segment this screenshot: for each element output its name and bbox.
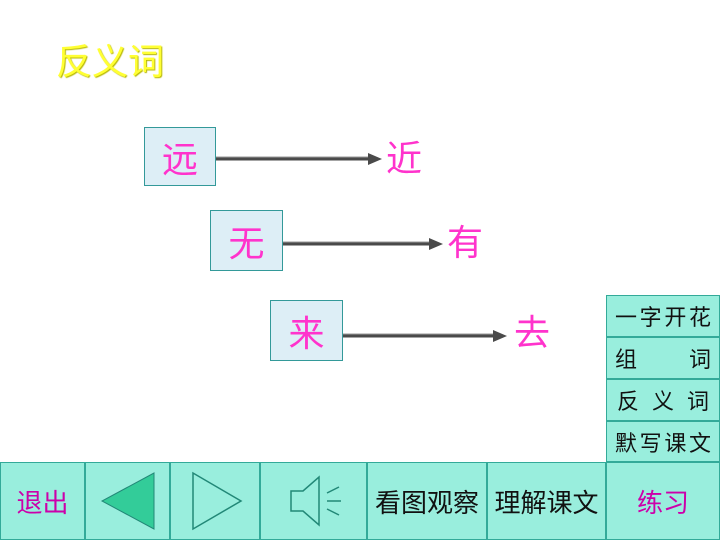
opposite-2: 有 [447, 223, 484, 264]
side-menu-char: 义 [651, 390, 674, 415]
side-menu-char: 词 [686, 390, 709, 415]
observe-label: 看图观察 [374, 488, 479, 519]
understand-text-button[interactable]: 理解课文 [487, 462, 606, 540]
prev-triangle-icon [100, 472, 154, 530]
word-3: 来 [288, 313, 325, 355]
side-menu-char: 词 [688, 348, 711, 373]
side-menu-char: 字 [639, 306, 662, 331]
side-menu-char: 默 [615, 431, 638, 457]
word-box-3: 来 [270, 300, 343, 361]
side-menu-one-word-blooms[interactable]: 一 字 开 花 [606, 295, 720, 337]
side-menu-char: 文 [688, 431, 711, 457]
arrow-3 [343, 330, 507, 342]
previous-button[interactable] [85, 462, 170, 540]
side-menu-char: 一 [615, 306, 638, 331]
side-menu-char: 组 [615, 348, 638, 373]
side-menu-word-building[interactable]: 组 词 [606, 337, 720, 379]
side-menu-char: 课 [664, 431, 687, 457]
side-menu-antonyms[interactable]: 反 义 词 [606, 379, 720, 421]
exit-button[interactable]: 退出 [0, 462, 85, 540]
speaker-icon [289, 475, 341, 527]
practice-button[interactable]: 练习 [606, 462, 720, 540]
understand-label: 理解课文 [494, 488, 599, 519]
slide-title: 反义词 [56, 42, 165, 83]
word-box-2: 无 [210, 210, 283, 271]
word-2: 无 [228, 223, 265, 265]
side-menu-char: 写 [639, 431, 662, 457]
bottom-toolbar: 退出 看图观察 理解课文 练习 [0, 462, 720, 540]
side-menu-char: 反 [617, 390, 640, 415]
exit-label: 退出 [16, 488, 69, 519]
side-menu-dictation[interactable]: 默 写 课 文 [606, 421, 720, 462]
opposite-1: 近 [386, 139, 423, 180]
practice-label: 练习 [636, 488, 689, 519]
side-menu-char: 花 [688, 306, 711, 331]
arrow-1 [216, 153, 382, 165]
arrow-2 [283, 238, 443, 250]
next-triangle-icon [192, 471, 243, 531]
observe-picture-button[interactable]: 看图观察 [367, 462, 487, 540]
sound-button[interactable] [260, 462, 367, 540]
word-box-1: 远 [144, 127, 216, 186]
word-1: 远 [161, 139, 198, 181]
next-button[interactable] [170, 462, 260, 540]
opposite-3: 去 [514, 313, 551, 354]
side-menu-char: 开 [664, 306, 687, 331]
